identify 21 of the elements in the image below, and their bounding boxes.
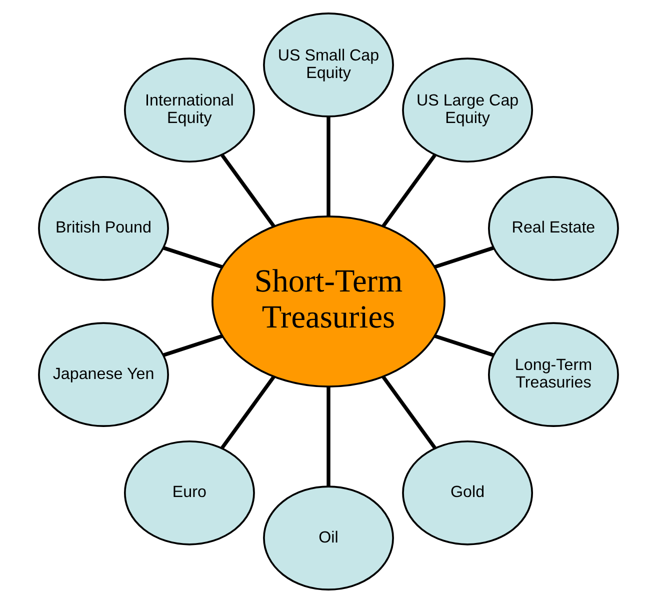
node-ellipse: International Equity [123,58,254,163]
connector [434,246,494,269]
node-ellipse: Real Estate [488,176,618,281]
node-ellipse: US Small Cap Equity [262,12,394,118]
connector [162,334,222,357]
connector [381,154,436,228]
node-ellipse: US Large Cap Equity [402,58,533,163]
connector [220,154,275,228]
connector [381,376,436,449]
node-ellipse: British Pound [38,176,168,281]
connector [326,116,330,216]
connector [326,386,330,486]
node-ellipse: Japanese Yen [38,322,168,428]
connector [220,376,275,449]
connector [162,246,222,269]
node-ellipse: Gold [402,440,533,546]
node-ellipse: Long-Term Treasuries [488,322,618,428]
connector [434,334,494,357]
node-ellipse: Oil [262,486,394,590]
node-ellipse: Short-Term Treasuries [211,216,445,388]
node-ellipse: Euro [123,440,254,546]
